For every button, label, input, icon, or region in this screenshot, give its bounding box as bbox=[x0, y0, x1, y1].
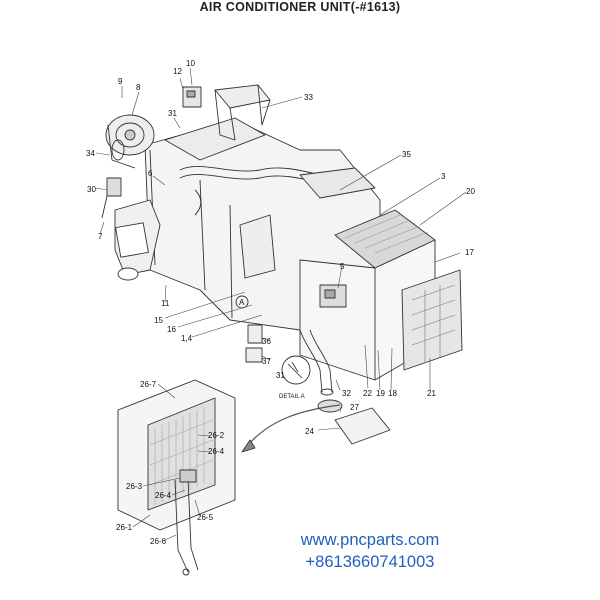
heater-core-assembly bbox=[117, 379, 236, 576]
detail-a-view bbox=[281, 355, 311, 385]
evaporator-core bbox=[239, 214, 276, 279]
label-7: 7 bbox=[98, 232, 103, 241]
label-17: 17 bbox=[465, 248, 474, 257]
control-module bbox=[319, 284, 347, 308]
pad-gasket bbox=[317, 399, 391, 445]
arrow-head bbox=[241, 439, 256, 453]
intake-housing bbox=[114, 199, 161, 281]
label-9: 9 bbox=[118, 77, 123, 86]
label-16: 16 bbox=[167, 325, 176, 334]
label-34: 34 bbox=[86, 149, 95, 158]
detail-a-caption: DETAIL A bbox=[279, 394, 305, 400]
label-36: 36 bbox=[262, 337, 271, 346]
label-1-4: 1,4 bbox=[181, 334, 193, 343]
label-27: 27 bbox=[350, 403, 359, 412]
page-title: AIR CONDITIONER UNIT(-#1613) bbox=[199, 0, 401, 14]
label-8: 8 bbox=[136, 83, 141, 92]
label-37: 37 bbox=[262, 357, 271, 366]
label-18: 18 bbox=[388, 389, 397, 398]
label-26-7: 26-7 bbox=[140, 380, 157, 389]
label-32: 32 bbox=[342, 389, 351, 398]
filter-cover bbox=[299, 167, 376, 199]
label-12: 12 bbox=[173, 67, 182, 76]
label-15: 15 bbox=[154, 316, 163, 325]
label-26-3: 26-3 bbox=[126, 482, 143, 491]
label-26-4-bottom: 26-4 bbox=[155, 491, 172, 500]
label-3: 3 bbox=[441, 172, 446, 181]
drain-pipes bbox=[299, 329, 334, 396]
label-26-2: 26-2 bbox=[208, 431, 225, 440]
watermark-url: www.pncparts.com bbox=[300, 531, 440, 549]
label-21: 21 bbox=[427, 389, 436, 398]
grommets bbox=[245, 324, 263, 363]
label-26-5: 26-5 bbox=[197, 513, 214, 522]
part-labels: 9 8 12 10 33 31 34 6 35 3 20 30 7 17 5 1… bbox=[86, 59, 475, 546]
label-5: 5 bbox=[340, 262, 345, 271]
label-6: 6 bbox=[148, 169, 153, 178]
label-22: 22 bbox=[363, 389, 372, 398]
label-33: 33 bbox=[304, 93, 313, 102]
duct-outlet bbox=[214, 84, 271, 141]
label-26-6: 26-6 bbox=[150, 537, 167, 546]
label-19: 19 bbox=[376, 389, 385, 398]
label-20: 20 bbox=[466, 187, 475, 196]
blower-motor bbox=[105, 114, 155, 169]
label-a: A bbox=[239, 298, 245, 307]
label-31-detail: 31 bbox=[276, 371, 285, 380]
label-11: 11 bbox=[161, 299, 170, 308]
label-26-4-top: 26-4 bbox=[208, 447, 225, 456]
side-filter bbox=[401, 269, 463, 371]
leader-lines bbox=[95, 67, 467, 542]
watermark-phone: +8613660741003 bbox=[305, 553, 435, 571]
label-24: 24 bbox=[305, 427, 314, 436]
label-26-1: 26-1 bbox=[116, 523, 133, 532]
label-30: 30 bbox=[87, 185, 96, 194]
label-35: 35 bbox=[402, 150, 411, 159]
label-31: 31 bbox=[168, 109, 177, 118]
resistor bbox=[101, 177, 122, 219]
hoses bbox=[179, 166, 321, 216]
actuator bbox=[182, 86, 202, 108]
detail-arrow bbox=[247, 404, 341, 446]
label-10: 10 bbox=[186, 59, 195, 68]
